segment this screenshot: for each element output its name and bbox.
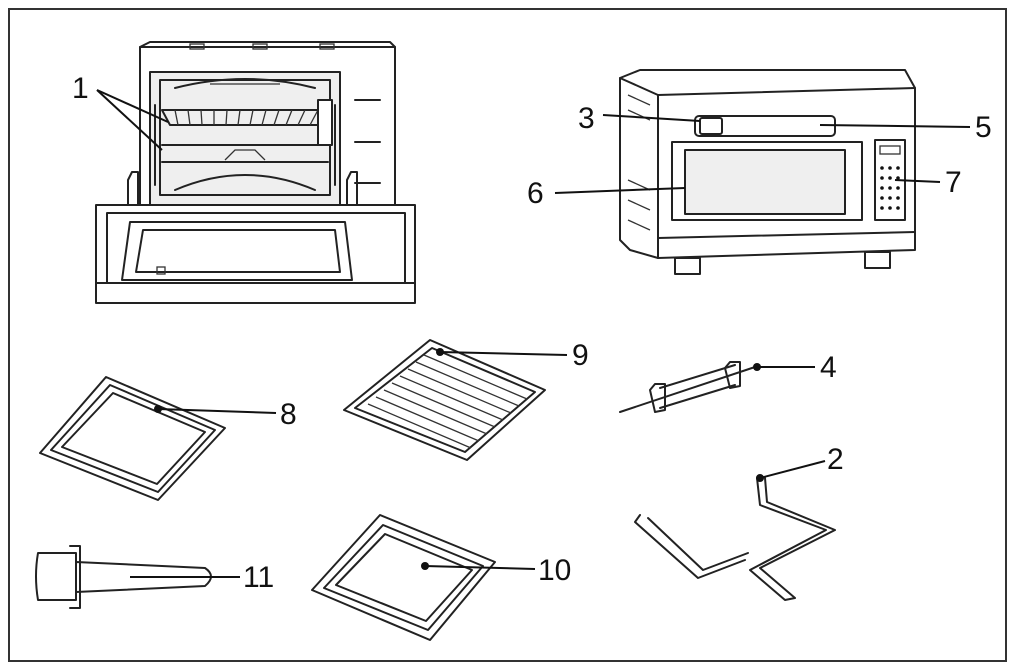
label-3: 3 <box>578 102 595 135</box>
label-10: 10 <box>538 554 571 587</box>
label-8: 8 <box>280 398 297 431</box>
part-4-rotisserie-spit <box>619 361 759 413</box>
oven-open-view <box>95 41 416 304</box>
label-11: 11 <box>243 561 274 594</box>
part-8-tray <box>39 376 226 501</box>
label-6: 6 <box>527 177 544 210</box>
label-2: 2 <box>827 443 844 476</box>
label-4: 4 <box>820 351 837 384</box>
label-5: 5 <box>975 111 992 144</box>
label-7: 7 <box>945 166 962 199</box>
label-1: 1 <box>72 72 89 105</box>
leader-lines <box>96 89 971 578</box>
label-9: 9 <box>572 339 589 372</box>
part-10-drip-tray <box>311 514 496 641</box>
part-2-rotisserie-lifter <box>634 477 836 601</box>
oven-front-view <box>619 69 916 275</box>
part-9-wire-rack <box>343 339 546 461</box>
